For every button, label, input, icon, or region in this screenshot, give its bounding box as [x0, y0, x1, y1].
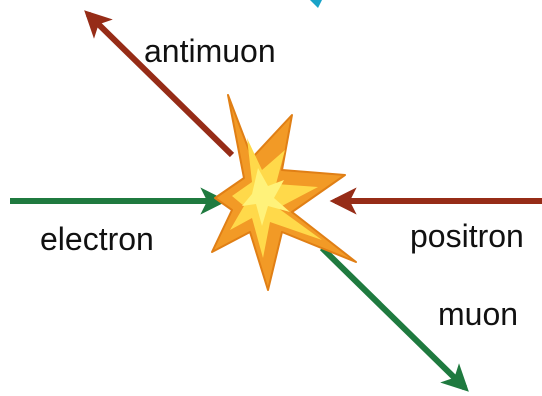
muon-label: muon: [438, 296, 518, 332]
antimuon-arrow: [84, 10, 235, 158]
antimuon-label: antimuon: [144, 33, 276, 69]
collision-burst-icon: [211, 94, 357, 291]
electron-label: electron: [40, 221, 154, 257]
top-edge-fragment: [310, 0, 322, 8]
muon-arrow: [319, 245, 469, 392]
positron-label: positron: [410, 218, 524, 254]
